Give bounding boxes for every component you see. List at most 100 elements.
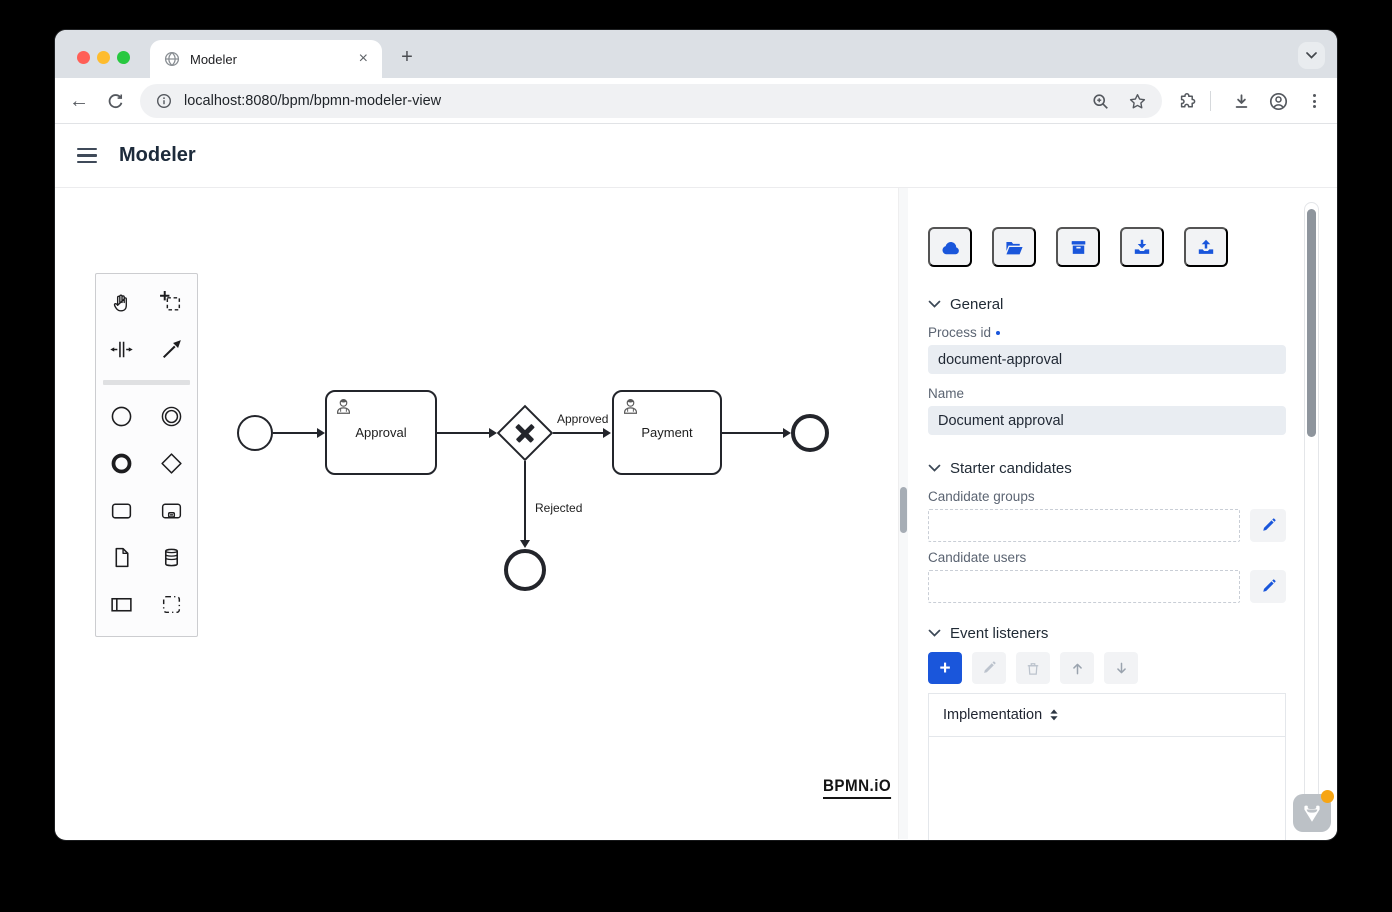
menu-hamburger-button[interactable]: [77, 148, 97, 163]
kebab-icon: [1312, 94, 1316, 108]
main-content: Approval Payment Approved Rejected BPMN.…: [55, 188, 1337, 840]
task-node-approval[interactable]: Approval: [325, 390, 437, 475]
scrollbar-thumb[interactable]: [1307, 209, 1316, 437]
hand-tool[interactable]: [96, 279, 147, 326]
bookmark-star-icon[interactable]: [1129, 93, 1146, 110]
chevron-down-icon: [1306, 52, 1317, 59]
content-scrollbar[interactable]: [898, 188, 908, 839]
back-button[interactable]: ←: [69, 90, 89, 112]
model-actions-toolbar: [928, 227, 1286, 267]
candidate-groups-field[interactable]: [928, 509, 1240, 542]
create-start-event[interactable]: [96, 393, 147, 440]
app-header: Modeler: [55, 124, 1337, 188]
url-text: localhost:8080/bpm/bpmn-modeler-view: [184, 93, 442, 109]
end-event-node[interactable]: [791, 414, 829, 452]
candidate-groups-label: Candidate groups: [928, 489, 1286, 504]
browser-tab[interactable]: Modeler ×: [150, 40, 382, 78]
archive-button[interactable]: [1056, 227, 1100, 267]
task-label: Payment: [641, 425, 693, 440]
section-title: Event listeners: [950, 625, 1049, 642]
add-listener-button[interactable]: +: [928, 652, 962, 684]
edit-candidate-users-button[interactable]: [1250, 570, 1286, 603]
section-event-listeners[interactable]: Event listeners: [928, 625, 1286, 642]
close-window-button[interactable]: [77, 51, 90, 64]
candidate-users-field[interactable]: [928, 570, 1240, 603]
table-header-row[interactable]: Implementation: [929, 694, 1285, 737]
profile-button[interactable]: [1264, 78, 1292, 124]
chevron-down-icon: [928, 300, 941, 308]
end-event-node-rejected[interactable]: [504, 549, 546, 591]
move-listener-down-button[interactable]: [1104, 652, 1138, 684]
create-task[interactable]: [96, 487, 147, 534]
globe-icon: [164, 51, 180, 67]
fullscreen-window-button[interactable]: [117, 51, 130, 64]
user-task-icon: [621, 397, 640, 416]
candidate-users-label: Candidate users: [928, 550, 1286, 565]
zoom-icon[interactable]: [1092, 93, 1109, 110]
task-node-payment[interactable]: Payment: [612, 390, 722, 475]
minimize-window-button[interactable]: [97, 51, 110, 64]
field-label-text: Process id: [928, 325, 992, 340]
arrow-down-icon: [1116, 662, 1126, 673]
upload-bpmn-button[interactable]: [1184, 227, 1228, 267]
toolbar-divider: [1210, 91, 1211, 111]
move-listener-up-button[interactable]: [1060, 652, 1094, 684]
puzzle-icon: [1180, 92, 1196, 108]
properties-panel: General Process id Name Starter candidat…: [908, 188, 1337, 840]
process-id-label: Process id: [928, 325, 1286, 340]
name-field[interactable]: [928, 406, 1286, 435]
create-participant[interactable]: [96, 581, 147, 628]
process-id-field[interactable]: [928, 345, 1286, 374]
sequence-flows: [273, 428, 791, 548]
site-info-icon[interactable]: [156, 93, 172, 109]
edit-candidate-groups-button[interactable]: [1250, 509, 1286, 542]
required-indicator: [996, 330, 1001, 335]
field-label-text: Candidate users: [928, 550, 1027, 565]
bpmn-io-watermark[interactable]: BPMN.iO: [823, 777, 892, 799]
person-icon: [1269, 92, 1287, 110]
extensions-button[interactable]: [1174, 78, 1202, 124]
create-data-object[interactable]: [96, 534, 147, 581]
palette-divider: [103, 380, 190, 385]
panel-scrollbar[interactable]: [1304, 202, 1319, 827]
event-listeners-table: Implementation: [928, 693, 1286, 840]
tab-search-button[interactable]: [1298, 42, 1325, 69]
create-intermediate-event[interactable]: [147, 393, 198, 440]
browser-menu-button[interactable]: [1300, 78, 1328, 124]
create-data-store[interactable]: [147, 534, 198, 581]
download-bpmn-button[interactable]: [1120, 227, 1164, 267]
open-folder-icon: [1005, 241, 1023, 254]
table-body-empty: [929, 737, 1285, 840]
space-tool[interactable]: [96, 326, 147, 373]
create-subprocess[interactable]: [147, 487, 198, 534]
new-tab-button[interactable]: +: [401, 45, 413, 68]
start-event-node[interactable]: [237, 415, 273, 451]
archive-icon: [1071, 240, 1085, 254]
section-starter-candidates[interactable]: Starter candidates: [928, 460, 1286, 477]
edge-label-rejected: Rejected: [535, 501, 583, 515]
tab-title: Modeler: [190, 51, 237, 67]
close-tab-icon[interactable]: ×: [358, 50, 368, 67]
connect-tool[interactable]: [147, 326, 198, 373]
scrollbar-thumb[interactable]: [900, 487, 907, 533]
section-general[interactable]: General: [928, 296, 1286, 313]
task-label: Approval: [355, 425, 407, 440]
address-bar[interactable]: localhost:8080/bpm/bpmn-modeler-view: [140, 84, 1162, 118]
reload-button[interactable]: [101, 78, 129, 124]
downloads-button[interactable]: [1227, 78, 1255, 124]
open-button[interactable]: [992, 227, 1036, 267]
deploy-button[interactable]: [928, 227, 972, 267]
delete-listener-button[interactable]: [1016, 652, 1050, 684]
section-title: Starter candidates: [950, 460, 1072, 477]
create-end-event[interactable]: [96, 440, 147, 487]
edit-listener-button[interactable]: [972, 652, 1006, 684]
event-listener-actions: +: [928, 652, 1286, 684]
tab-strip: Modeler × +: [55, 30, 1337, 78]
vaadin-dev-tools-button[interactable]: [1293, 790, 1334, 832]
create-gateway[interactable]: [147, 440, 198, 487]
name-label: Name: [928, 386, 1286, 401]
notification-dot: [1321, 790, 1334, 803]
bpmn-canvas[interactable]: Approval Payment Approved Rejected BPMN.…: [55, 188, 898, 839]
trash-icon: [1027, 662, 1039, 675]
lasso-tool[interactable]: [147, 279, 198, 326]
